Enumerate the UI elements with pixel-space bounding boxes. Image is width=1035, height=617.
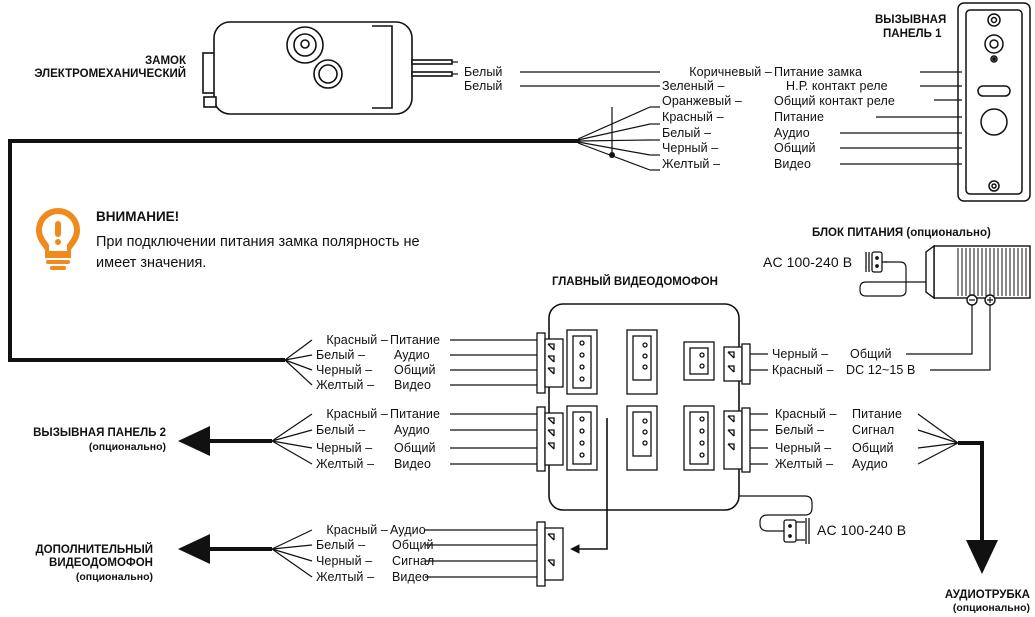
extra-wire-color: Желтый – [316, 570, 375, 584]
panel1-wire-func: Н.Р. контакт реле [786, 79, 888, 93]
warning-text: При подключении питания замка полярность… [96, 234, 420, 271]
panel1-wire-func: Видео [774, 157, 812, 171]
psu-ac-label: AC 100-240 В [763, 254, 853, 270]
handset-wire-color: Желтый – [775, 457, 834, 471]
panel1-wire-func: Общий контакт реле [774, 94, 895, 108]
psu-title: БЛОК ПИТАНИЯ (опционально) [812, 227, 991, 239]
panel1-wire-func: Общий [774, 141, 816, 155]
panel2-wire-color: Красный – [326, 407, 388, 421]
lock-title-line1: ЗАМОК [144, 55, 186, 67]
extra-subtitle: (опционально) [75, 571, 153, 583]
panel2-arrow [178, 426, 272, 456]
panel2-title: ВЫЗЫВНАЯ ПАНЕЛЬ 2 [33, 427, 166, 439]
lock-wire-2: Белый [464, 79, 503, 93]
lock-title: ЗАМОК [96, 55, 186, 68]
conn-wire-color: Черный – [316, 363, 373, 377]
conn-wire-color: Желтый – [316, 378, 375, 392]
panel1-wire-color: Коричневый – [689, 65, 772, 79]
handset-title: АУДИОТРУБКА [944, 589, 1030, 601]
main-ac-label: AC 100-240 В [817, 522, 907, 538]
conn-wire-func: Видео [394, 378, 432, 392]
handset-wire-color: Черный – [775, 441, 832, 455]
handset-wire-func: Сигнал [852, 423, 895, 437]
conn-wire-func: Аудио [394, 348, 430, 362]
panel1-wire-func: Питание замка [774, 65, 863, 79]
panel1-wire-func: Питание [774, 110, 825, 124]
handset-subtitle: (опционально) [952, 602, 1030, 614]
panel1-wire-color: Зеленый – [662, 79, 725, 93]
extra-wire-color: Красный – [326, 523, 388, 537]
psu-plug-icon [865, 251, 887, 273]
extra-wire-color: Черный – [316, 554, 373, 568]
warning-title: ВНИМАНИЕ! [96, 209, 180, 224]
panel2-subtitle: (опционально) [88, 441, 166, 453]
panel2-wire-func: Видео [394, 457, 432, 471]
lock-device [202, 21, 453, 115]
call-panel-1-device [957, 2, 1031, 202]
main-terminals [536, 329, 751, 473]
psu-wire-color: Черный – [772, 347, 829, 361]
panel1-wire-color: Черный – [662, 141, 719, 155]
panel1-title-line1: ВЫЗЫВНАЯ [875, 14, 947, 26]
psu-wire-func: Общий [850, 347, 892, 361]
panel1-wire-color: Желтый – [662, 157, 721, 171]
handset-wire-color: Красный – [775, 407, 837, 421]
psu-wire-func: DC 12~15 В [846, 363, 916, 377]
panel2-wire-color: Белый – [316, 423, 366, 437]
conn-wire-func: Общий [394, 363, 436, 377]
handset-wire-color: Белый – [775, 423, 825, 437]
lock-title-2: ЭЛЕКТРОМЕХАНИЧЕСКИЙ [6, 68, 186, 81]
handset-wire-func: Питание [852, 407, 903, 421]
conn-wire-color: Красный – [326, 333, 388, 347]
extra-wire-func: Аудио [390, 523, 426, 537]
panel1-wire-color: Красный – [662, 110, 724, 124]
panel1-wire-func: Аудио [774, 126, 810, 140]
panel1-title-line2: ПАНЕЛЬ 1 [883, 28, 942, 40]
extra-wire-func: Видео [392, 570, 430, 584]
extra-arrow [178, 534, 272, 564]
handset-wire-func: Общий [852, 441, 894, 455]
lightbulb-exclamation-icon [36, 208, 80, 270]
psu-vent-lines [957, 248, 1027, 296]
handset-arrow [958, 441, 998, 574]
lock-wire-1: Белый [464, 65, 503, 79]
psu-wire-color: Красный – [772, 363, 834, 377]
extra-wire-color: Белый – [316, 538, 366, 552]
panel2-wire-color: Черный – [316, 441, 373, 455]
extra-wire-func: Общий [392, 538, 434, 552]
extra-title-line1: ДОПОЛНИТЕЛЬНЫЙ [35, 544, 153, 556]
handset-wire-func: Аудио [852, 457, 888, 471]
conn-wire-color: Белый – [316, 348, 366, 362]
panel2-wire-func: Аудио [394, 423, 430, 437]
conn-wire-func: Питание [390, 333, 441, 347]
panel2-wire-func: Питание [390, 407, 441, 421]
main-plug-icon [780, 518, 810, 544]
extra-wire-func: Сигнал [392, 554, 435, 568]
panel2-wire-color: Желтый – [316, 457, 375, 471]
panel1-wire-color: Белый – [662, 126, 712, 140]
lock-title-line2: ЭЛЕКТРОМЕХАНИЧЕСКИЙ [34, 68, 186, 80]
panel1-wire-color: Оранжевый – [662, 94, 742, 108]
panel2-wire-func: Общий [394, 441, 436, 455]
extra-title-line2: ВИДЕОДОМОФОН [49, 557, 153, 569]
main-title: ГЛАВНЫЙ ВИДЕОДОМОФОН [552, 276, 718, 288]
